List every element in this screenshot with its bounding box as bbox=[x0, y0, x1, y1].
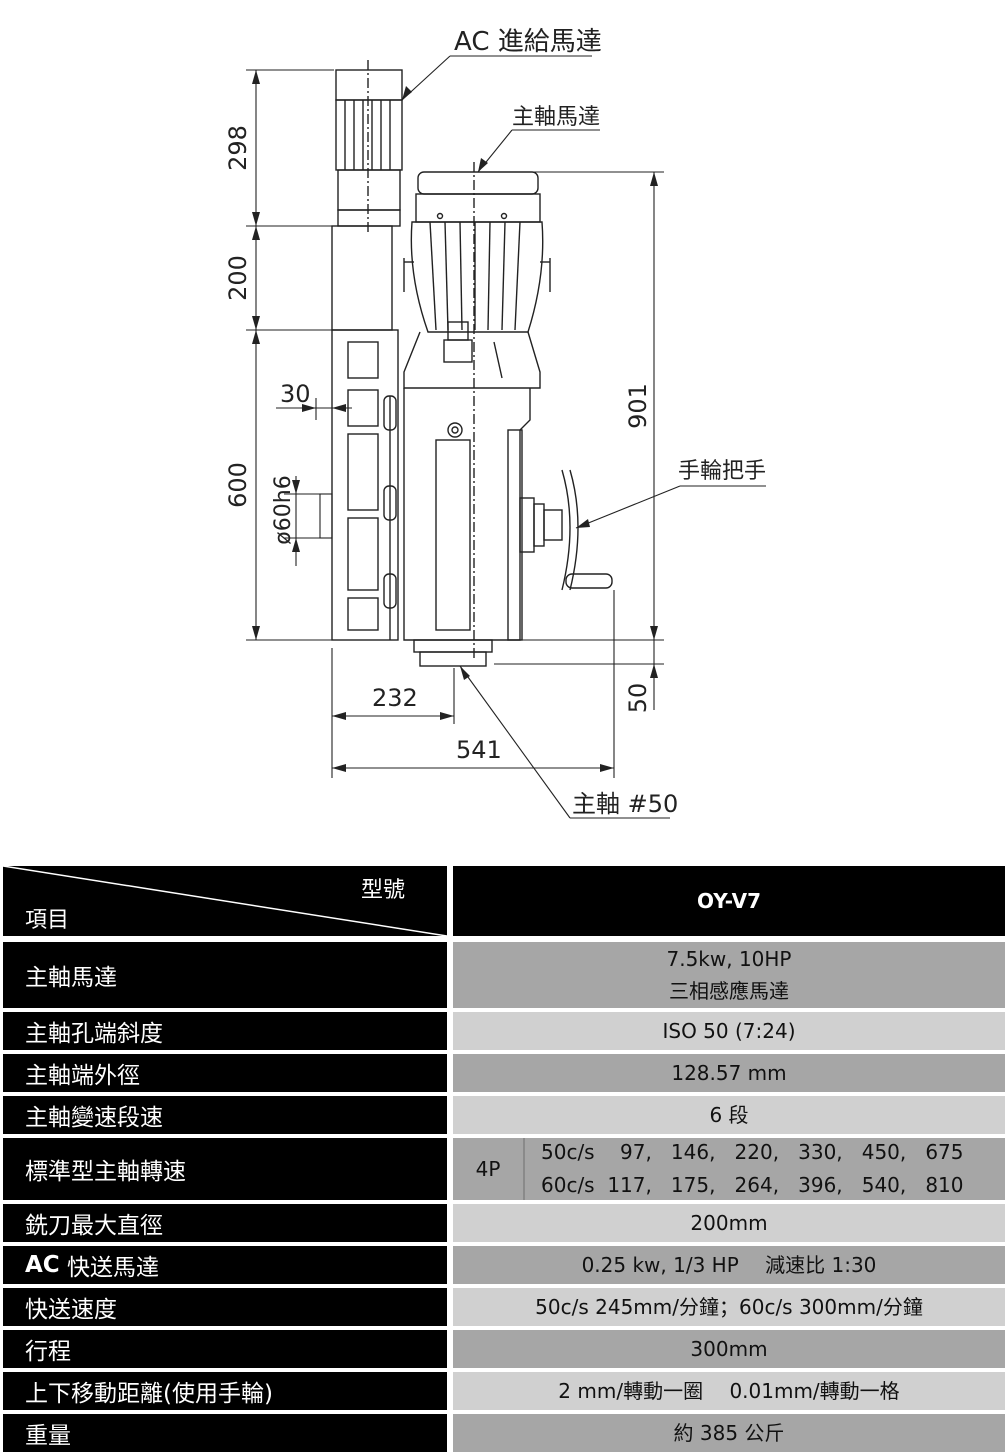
header-diagonal-cell: 型號 項目 bbox=[3, 866, 447, 936]
row-cutter-dia: 銑刀最大直徑 200mm bbox=[0, 1204, 1008, 1242]
dimension-arrowheads bbox=[252, 70, 658, 772]
row-spindle-motor: 主軸馬達 7.5kw, 10HP 三相感應馬達 bbox=[0, 942, 1008, 1008]
row-label: AC 快送馬達 bbox=[3, 1246, 447, 1284]
row-std-rpm: 標準型主軸轉速 4P 50c/s 97, 146, 220, 330, 450,… bbox=[0, 1138, 1008, 1200]
row-label: 主軸變速段速 bbox=[3, 1096, 447, 1134]
rpm-line-60: 60c/s 117, 175, 264, 396, 540, 810 bbox=[541, 1173, 964, 1197]
dim-200: 200 bbox=[224, 255, 252, 301]
row-label: 行程 bbox=[3, 1330, 447, 1368]
header-model-label: 型號 bbox=[361, 878, 406, 903]
row-value: 約 385 公斤 bbox=[453, 1414, 1005, 1452]
dim-298: 298 bbox=[224, 125, 252, 171]
row-label-bold: AC bbox=[25, 1252, 60, 1278]
label-spindle-motor: 主軸馬達 bbox=[512, 105, 600, 130]
row-value: 7.5kw, 10HP 三相感應馬達 bbox=[453, 942, 1005, 1008]
dim-541: 541 bbox=[456, 736, 502, 764]
rpm-separator bbox=[523, 1138, 525, 1200]
value-line-2: 三相感應馬達 bbox=[669, 979, 789, 1003]
row-label: 重量 bbox=[3, 1414, 447, 1452]
row-value: 6 段 bbox=[453, 1096, 1005, 1134]
row-label: 快送速度 bbox=[3, 1288, 447, 1326]
label-ac-feed-motor: AC 進給馬達 bbox=[454, 27, 602, 57]
handwheel-body bbox=[519, 469, 613, 591]
ac-feed-motor-body bbox=[331, 60, 403, 331]
row-speed-steps: 主軸變速段速 6 段 bbox=[0, 1096, 1008, 1134]
row-value: 300mm bbox=[453, 1330, 1005, 1368]
rpm-poles: 4P bbox=[475, 1157, 501, 1181]
dimension-lines bbox=[246, 69, 664, 778]
value-line-1: 7.5kw, 10HP bbox=[666, 947, 792, 971]
dim-901: 901 bbox=[624, 383, 652, 429]
header-item-label: 項目 bbox=[25, 908, 70, 933]
row-label: 主軸端外徑 bbox=[3, 1054, 447, 1092]
row-label: 銑刀最大直徑 bbox=[3, 1204, 447, 1242]
row-value: 50c/s 245mm/分鐘；60c/s 300mm/分鐘 bbox=[453, 1288, 1005, 1326]
technical-drawing: AC 進給馬達 主軸馬達 手輪把手 主軸 #50 298 200 600 ø60… bbox=[224, 27, 766, 819]
row-handwheel-distance: 上下移動距離(使用手輪) 2 mm/轉動一圈 0.01mm/轉動一格 bbox=[0, 1372, 1008, 1410]
dim-30: 30 bbox=[280, 380, 311, 408]
row-label: 標準型主軸轉速 bbox=[3, 1138, 447, 1200]
label-handwheel: 手輪把手 bbox=[678, 459, 766, 484]
dim-600: 600 bbox=[224, 462, 252, 508]
table-header: 型號 項目 OY-V7 bbox=[0, 866, 1008, 936]
spindle-motor-body bbox=[403, 162, 551, 660]
row-value: 4P 50c/s 97, 146, 220, 330, 450, 675 60c… bbox=[453, 1138, 1005, 1200]
row-label: 上下移動距離(使用手輪) bbox=[3, 1372, 447, 1410]
row-label: 主軸馬達 bbox=[3, 942, 447, 1008]
row-spindle-od: 主軸端外徑 128.57 mm bbox=[0, 1054, 1008, 1092]
row-label: 主軸孔端斜度 bbox=[3, 1012, 447, 1050]
label-spindle-taper: 主軸 #50 bbox=[572, 790, 678, 818]
header-diagonal-line bbox=[3, 866, 447, 936]
row-stroke: 行程 300mm bbox=[0, 1330, 1008, 1368]
column-body bbox=[331, 329, 399, 641]
dim-60h6: ø60h6 bbox=[271, 475, 296, 544]
dim-50: 50 bbox=[624, 683, 652, 714]
row-ac-feed-motor: AC 快送馬達 0.25 kw, 1/3 HP 減速比 1:30 bbox=[0, 1246, 1008, 1284]
row-value: ISO 50 (7:24) bbox=[453, 1012, 1005, 1050]
row-value: 128.57 mm bbox=[453, 1054, 1005, 1092]
row-value: 200mm bbox=[453, 1204, 1005, 1242]
row-label-rest: 快送馬達 bbox=[59, 1255, 159, 1281]
row-feed-speed: 快送速度 50c/s 245mm/分鐘；60c/s 300mm/分鐘 bbox=[0, 1288, 1008, 1326]
row-spindle-taper: 主軸孔端斜度 ISO 50 (7:24) bbox=[0, 1012, 1008, 1050]
row-value: 0.25 kw, 1/3 HP 減速比 1:30 bbox=[453, 1246, 1005, 1284]
header-model-value: OY-V7 bbox=[453, 866, 1005, 936]
dim-232: 232 bbox=[372, 684, 418, 712]
spindle-head-body bbox=[403, 388, 531, 667]
row-weight: 重量 約 385 公斤 bbox=[0, 1414, 1008, 1452]
row-value: 2 mm/轉動一圈 0.01mm/轉動一格 bbox=[453, 1372, 1005, 1410]
rpm-lines: 50c/s 97, 146, 220, 330, 450, 675 60c/s … bbox=[541, 1138, 964, 1200]
rpm-line-50: 50c/s 97, 146, 220, 330, 450, 675 bbox=[541, 1140, 964, 1164]
